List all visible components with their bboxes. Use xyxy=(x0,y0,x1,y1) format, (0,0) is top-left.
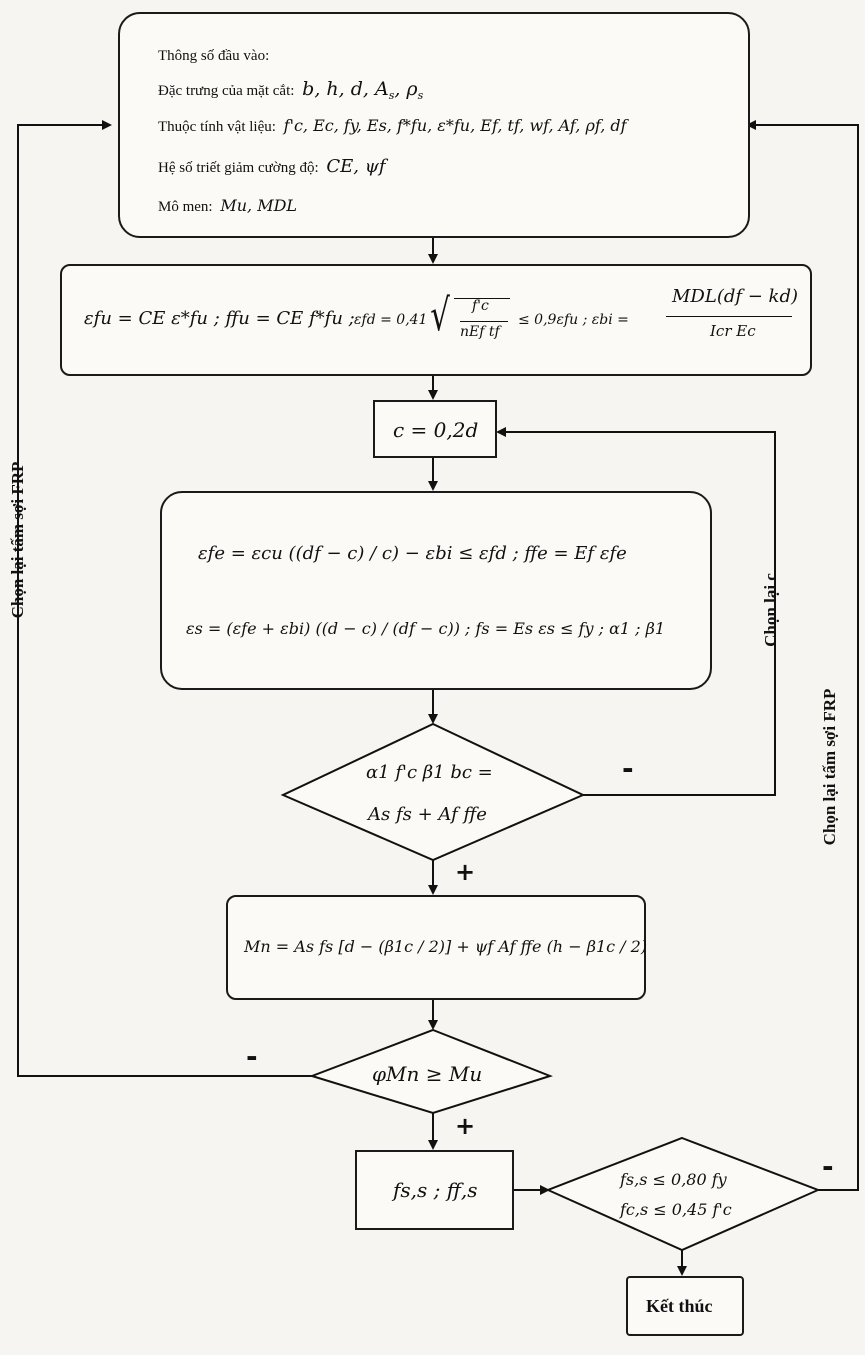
sqrt-fraction-bar xyxy=(460,321,508,322)
plus-sign-decision2: + xyxy=(455,1112,476,1140)
sqrt-denominator: nEf tf xyxy=(460,324,500,340)
loop-choose-frp-right xyxy=(746,120,859,1191)
minus-sign-decision3: - xyxy=(822,1150,834,1183)
sqrt-sign: √ xyxy=(430,290,450,341)
calc-line2: εs = (εfe + εbi) ((d − c) / (df − c)) ; … xyxy=(186,619,666,638)
service-stress-block: fs,s ; ff,s xyxy=(355,1150,514,1230)
decision3-line2: fc,s ≤ 0,45 f'c xyxy=(620,1200,732,1219)
section-rho: , ρ xyxy=(394,78,418,100)
loop-choose-frp-left xyxy=(17,120,312,1077)
strain-limits-block: εfu = CE ε*fu ; ffu = CE f*fu ; εfd = 0,… xyxy=(60,264,812,376)
end-label: Kết thúc xyxy=(646,1296,713,1316)
sqrt-bar xyxy=(454,298,510,299)
frac-numerator: MDL(df − kd) xyxy=(672,286,798,307)
material-label: Thuộc tính vật liệu: xyxy=(158,119,276,135)
section-vars: b, h, d, A xyxy=(302,78,389,100)
material-row: Thuộc tính vật liệu: f'c, Ec, fy, Es, f*… xyxy=(158,116,627,136)
frac-denominator: Icr Ec xyxy=(710,322,756,340)
decision1-line2: As fs + Af ffe xyxy=(368,804,487,825)
service-stress-label: fs,s ; ff,s xyxy=(393,1178,478,1202)
strain-eq-part2: εfd = 0,41 xyxy=(354,312,428,328)
strain-eq-part3: ≤ 0,9εfu ; εbi = xyxy=(518,312,629,328)
reduction-vars: CE, ψf xyxy=(326,156,386,177)
loop-label-right: Chọn lại tấm sợi FRP xyxy=(820,688,839,846)
decision2-shape xyxy=(308,1028,553,1115)
decision1-shape xyxy=(280,722,586,862)
sqrt-numerator: f'c xyxy=(472,298,489,314)
moment-label: Mô men: xyxy=(158,199,213,215)
calc-block: εfe = εcu ((df − c) / c) − εbi ≤ εfd ; f… xyxy=(160,491,712,690)
initial-c-label: c = 0,2d xyxy=(393,418,479,442)
decision3-line1: fs,s ≤ 0,80 fy xyxy=(620,1170,727,1189)
strain-eq-part1: εfu = CE ε*fu ; ffu = CE f*fu ; xyxy=(84,308,355,329)
frac-bar xyxy=(666,316,792,317)
material-vars: f'c, Ec, fy, Es, f*fu, ε*fu, Ef, tf, wf,… xyxy=(283,116,627,135)
minus-sign-decision1: - xyxy=(622,752,634,785)
input-block: Thông số đầu vào: Đặc trưng của mặt cắt:… xyxy=(118,12,750,238)
end-block: Kết thúc xyxy=(626,1276,744,1336)
section-row: Đặc trưng của mặt cắt: b, h, d, As, ρs xyxy=(158,78,423,102)
moment-row: Mô men: Mu, MDL xyxy=(158,196,297,216)
moment-vars: Mu, MDL xyxy=(220,196,298,215)
decision1-line1: α1 f'c β1 bc = xyxy=(366,762,493,783)
moment-capacity-block: Mn = As fs [d − (β1c / 2)] + ψf Af ffe (… xyxy=(226,895,648,1000)
loop-label-middle: Chọn lại c xyxy=(761,573,780,647)
decision3-shape xyxy=(545,1136,821,1252)
section-sub-s: s xyxy=(388,89,395,102)
reduction-row: Hệ số triết giảm cường độ: CE, ψf xyxy=(158,156,386,177)
minus-sign-decision2: - xyxy=(246,1040,258,1073)
initial-c-block: c = 0,2d xyxy=(373,400,497,458)
moment-capacity-formula: Mn = As fs [d − (β1c / 2)] + ψf Af ffe (… xyxy=(244,937,648,956)
loop-choose-c xyxy=(496,427,776,796)
plus-sign-decision1: + xyxy=(455,858,476,886)
reduction-label: Hệ số triết giảm cường độ: xyxy=(158,160,319,176)
calc-line1: εfe = εcu ((df − c) / c) − εbi ≤ εfd ; f… xyxy=(198,543,627,564)
loop-label-left: Chọn lại tấm sợi FRP xyxy=(8,461,27,619)
decision2-label: φMn ≥ Mu xyxy=(372,1062,483,1086)
input-heading: Thông số đầu vào: xyxy=(158,48,270,64)
section-label: Đặc trưng của mặt cắt: xyxy=(158,83,295,99)
section-rho-sub: s xyxy=(417,89,424,102)
